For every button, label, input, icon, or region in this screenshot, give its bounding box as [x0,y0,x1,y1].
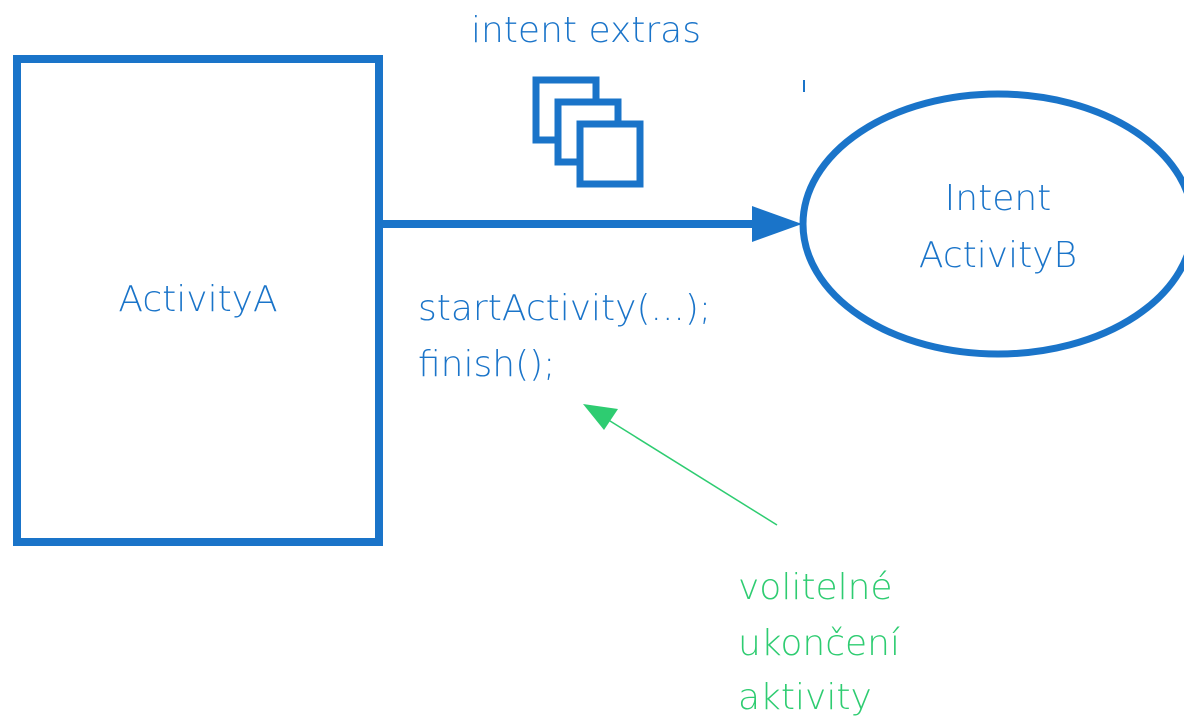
activity-a-label: ActivityA [118,279,277,320]
note-line-1: volitelné [738,567,893,608]
arrow-head [752,206,802,242]
intent-label: Intent [945,178,1052,219]
start-activity-code: startActivity(...); [418,288,711,329]
note-line-2: ukončení [738,623,900,664]
intent-activity-b-ellipse [799,90,1184,358]
note-arrow-head [583,404,618,430]
finish-code: finish(); [418,344,555,385]
note-line-3: aktivity [738,677,872,718]
activity-a-box [13,55,383,546]
stacked-documents-icon [532,76,644,188]
extras-label: intent extras [471,10,701,51]
note-arrow-line [601,415,778,526]
activity-b-label: ActivityB [919,235,1077,276]
